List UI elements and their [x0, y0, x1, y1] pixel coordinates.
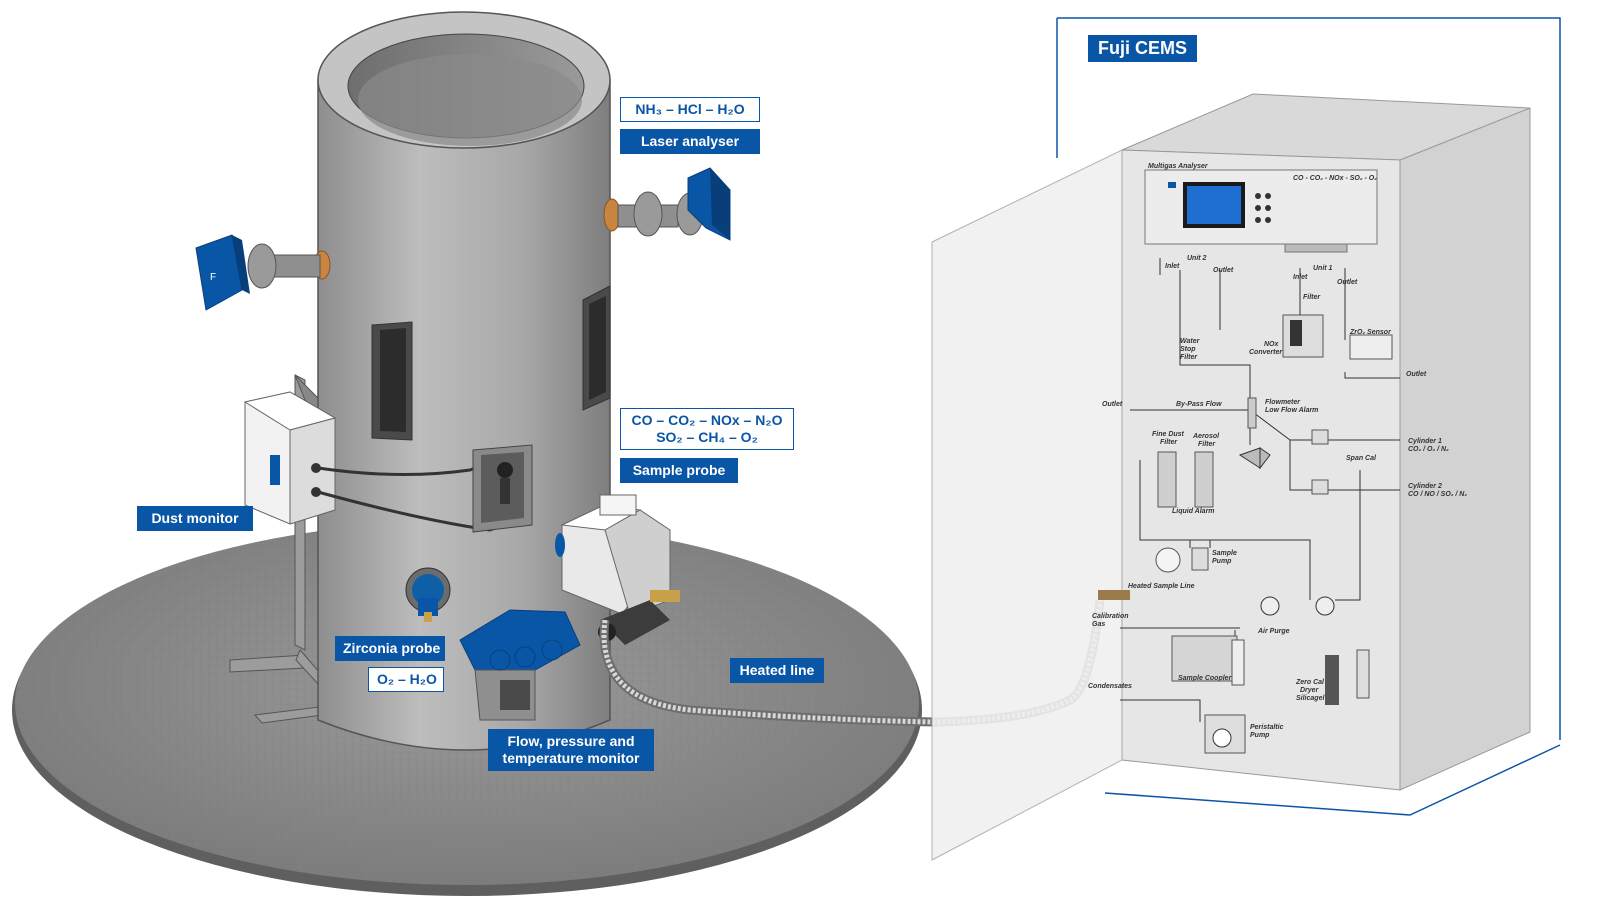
laser-receiver-icon [603, 167, 731, 241]
cylinder2-label-1: Cylinder 2 [1408, 483, 1442, 490]
calibration-gas-2: Gas [1092, 621, 1105, 628]
heated-line-label: Heated line [730, 658, 824, 683]
flow-monitor-line-2: temperature monitor [502, 750, 640, 766]
svg-text:F: F [210, 272, 216, 283]
cabinet-labels: Unit 2 Unit 1 Inlet Outlet Inlet Outlet … [1088, 255, 1467, 739]
fine-dust-filter-1: Fine Dust [1152, 431, 1185, 438]
zirconia-probe-icon [405, 567, 451, 622]
stack [317, 11, 611, 751]
flowmeter-label-1: Flowmeter [1265, 399, 1301, 406]
cylinder2-label-2: CO / NO / SO₂ / N₂ [1408, 491, 1467, 498]
sample-pump-label-2: Pump [1212, 558, 1232, 565]
dust-monitor-icon [243, 391, 516, 532]
laser-analyser-label: Laser analyser [620, 129, 760, 154]
unit1-label: Unit 1 [1313, 265, 1333, 272]
pipe-schematic [1120, 258, 1400, 722]
liquid-alarm-label: Liquid Alarm [1172, 508, 1215, 515]
peristaltic-label-2: Pump [1250, 732, 1270, 739]
zero-cal-label-3: Silicagel [1296, 695, 1325, 702]
bypass-flow-label: By-Pass Flow [1176, 401, 1222, 408]
span-cal-label: Span Cal [1346, 455, 1377, 462]
aerosol-filter-2: Filter [1198, 441, 1216, 448]
air-purge-label: Air Purge [1257, 628, 1290, 635]
zirconia-gases-label: O₂ – H₂O [368, 667, 444, 692]
nox-converter-1: NOx [1264, 341, 1280, 348]
platform [12, 521, 922, 896]
flowmeter-label-2: Low Flow Alarm [1265, 407, 1318, 414]
flow-monitor-icon [459, 609, 581, 721]
condensates-label: Condensates [1088, 683, 1132, 690]
water-stop-filter-1: Water [1180, 338, 1201, 345]
outlet-label-1: Outlet [1213, 267, 1234, 274]
cylinder1-label-2: CO₂ / O₂ / N₂ [1408, 446, 1449, 453]
outlet-right-label: Outlet [1406, 371, 1427, 378]
sample-probe-icon [472, 444, 533, 533]
cabinet-components [1098, 314, 1393, 754]
dust-monitor-label: Dust monitor [137, 506, 253, 531]
water-stop-filter-3: Filter [1180, 354, 1198, 361]
unit2-label: Unit 2 [1187, 255, 1207, 262]
stack-port-left [371, 321, 413, 441]
zirconia-probe-label: Zirconia probe [335, 636, 445, 661]
fine-dust-filter-2: Filter [1160, 439, 1178, 446]
cylinder1-label-1: Cylinder 1 [1408, 438, 1442, 445]
flow-monitor-line-1: Flow, pressure and [507, 733, 635, 749]
outlet-label-2: Outlet [1337, 279, 1358, 286]
cems-title: Fuji CEMS [1088, 35, 1197, 62]
sample-gases-label: CO – CO₂ – NOx – N₂O SO₂ – CH₄ – O₂ [620, 408, 794, 450]
peristaltic-label-1: Peristaltic [1250, 724, 1284, 731]
stack-port-right [582, 285, 611, 411]
zero-cal-label-1: Zero Cal [1295, 679, 1325, 686]
zero-cal-label-2: Dryer [1300, 687, 1320, 694]
analyser-title: Multigas Analyser [1148, 163, 1209, 170]
sample-probe-label: Sample probe [620, 458, 738, 483]
laser-emitter-icon: F [195, 234, 331, 311]
nox-converter-2: Converter [1249, 349, 1283, 356]
water-stop-filter-2: Stop [1180, 346, 1196, 353]
analyser-gases: CO - CO₂ - NOx - SO₂ - O₂ [1293, 175, 1377, 182]
inlet-label-1: Inlet [1165, 263, 1180, 270]
sample-gases-line-1: CO – CO₂ – NOx – N₂O [631, 412, 783, 428]
sample-gases-line-2: SO₂ – CH₄ – O₂ [656, 429, 758, 445]
zro2-sensor-label: ZrO₂ Sensor [1349, 329, 1392, 336]
sample-coopler-label: Sample Coopler [1178, 675, 1233, 682]
sample-pump-label-1: Sample [1212, 550, 1237, 557]
aerosol-filter-1: Aerosol [1192, 433, 1220, 440]
filter-label: Filter [1303, 294, 1321, 301]
flow-monitor-label: Flow, pressure and temperature monitor [488, 729, 654, 771]
inlet-label-2: Inlet [1293, 274, 1308, 281]
laser-gases-label: NH₃ – HCl – H₂O [620, 97, 760, 122]
cems-cabinet [931, 17, 1561, 861]
heated-sample-line-label: Heated Sample Line [1128, 583, 1195, 590]
sample-probe-box [555, 494, 680, 645]
multigas-analyser-icon [1144, 169, 1378, 253]
outlet-left-label: Outlet [1102, 401, 1123, 408]
calibration-gas-1: Calibration [1092, 613, 1129, 620]
